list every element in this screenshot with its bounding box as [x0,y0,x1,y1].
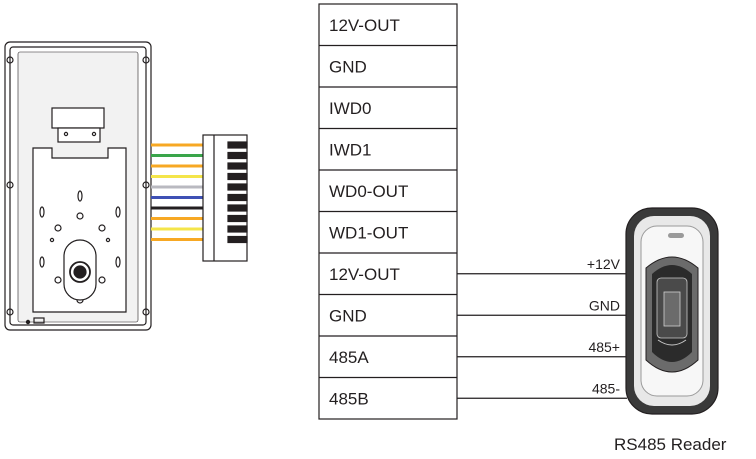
terminal-pin-label: WD1-OUT [329,223,408,242]
reader-wires: +12V GND 485+ 485- [457,256,627,399]
rs485-reader-icon [625,207,719,415]
reader-wire-label: GND [589,297,620,313]
terminal-pin-label: WD0-OUT [329,182,408,201]
connector-slot [227,162,248,170]
terminal-pin-label: 485A [329,348,369,367]
connector-slot [227,235,248,244]
connector-slot [227,151,248,160]
wiring-connector [202,134,248,262]
connector-slot [227,183,248,191]
reader-wire-label: 485- [592,380,620,396]
connector-slot [227,225,248,233]
connector-wire-bundle [151,143,203,241]
access-control-device [4,41,152,331]
connector-slot [227,193,248,202]
connector-slot [227,172,248,181]
reader-wire-label: 485+ [588,339,620,355]
connector-slot [227,141,248,149]
terminal-pin-label: GND [329,57,367,76]
terminal-pin-label: 12V-OUT [329,265,400,284]
connector-slot [227,204,248,212]
terminal-pin-label: IWD1 [329,140,372,159]
terminal-pin-label: 485B [329,389,369,408]
connector-slots [227,141,248,244]
terminal-pin-label: IWD0 [329,99,372,118]
connector-slot [227,214,248,223]
reader-caption: RS485 Reader [614,435,727,454]
reader-wire-label: +12V [587,256,621,272]
terminal-pin-label: GND [329,306,367,325]
terminal-pin-label: 12V-OUT [329,16,400,35]
